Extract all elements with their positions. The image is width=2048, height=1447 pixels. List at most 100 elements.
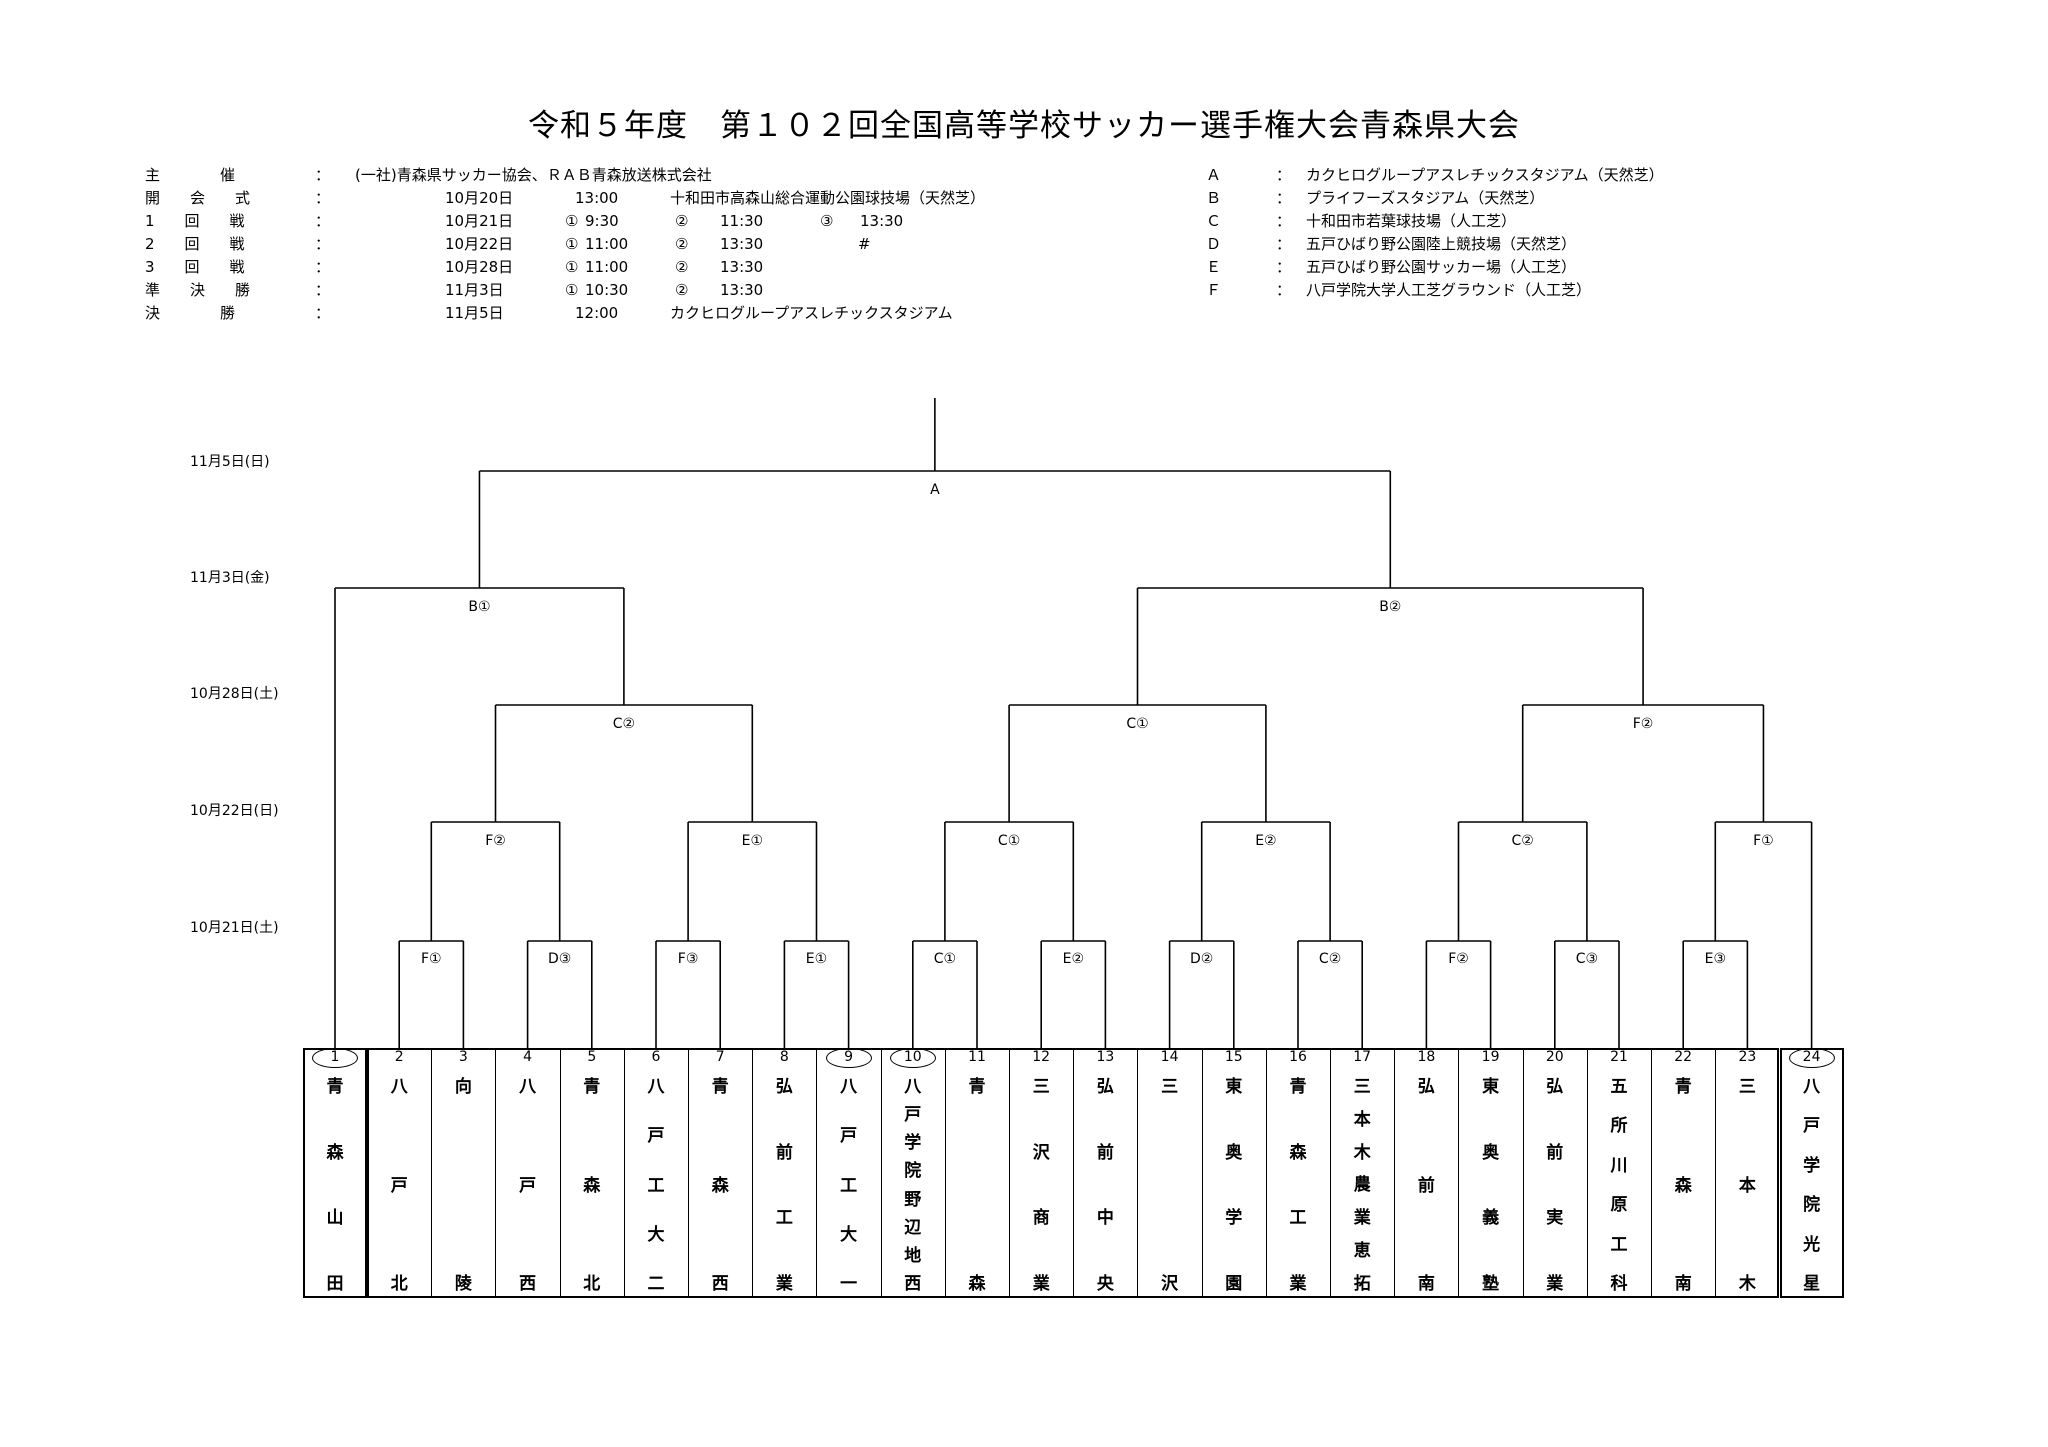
team-name-char: 北 <box>583 1274 601 1294</box>
team-name-char: 光 <box>1803 1234 1821 1255</box>
team-name-char: 辺 <box>904 1217 922 1238</box>
team-name-char: 東 <box>1482 1077 1500 1097</box>
team-column-divider <box>559 1048 561 1298</box>
team-name-char: 陵 <box>454 1274 472 1294</box>
team-name-char: 南 <box>1417 1274 1435 1294</box>
team-name-char: 八 <box>647 1077 665 1097</box>
team-name: 青森工業 <box>1266 1072 1330 1294</box>
round1-venue: F① <box>420 951 442 967</box>
team-number: 24 <box>1780 1048 1844 1066</box>
team-name-char: 青 <box>1674 1077 1692 1097</box>
team-name-char: 工 <box>1610 1234 1628 1255</box>
team-name-char: 奥 <box>1482 1142 1500 1163</box>
team-name-char: 地 <box>904 1245 922 1266</box>
round-date: 11月5日(日) <box>190 454 270 470</box>
schedule-c2: 12:00 <box>575 304 619 322</box>
team-name-char: 原 <box>1610 1195 1628 1216</box>
venue-row: Ａ：カクヒログループアスレチックスタジアム（天然芝） <box>1206 164 1806 187</box>
team-number: 14 <box>1160 1049 1179 1065</box>
venue-row: Ｆ：八戸学院大学人工芝グラウンド（人工芝） <box>1206 279 1806 302</box>
round2-venue: F② <box>485 833 506 849</box>
team-number: 11 <box>968 1049 986 1065</box>
team-number: 22 <box>1674 1049 1693 1065</box>
team-number: 9 <box>817 1048 881 1066</box>
round2-venue: F① <box>1753 833 1774 849</box>
round1-venue: E① <box>805 951 828 967</box>
team-name-char: 前 <box>1546 1142 1564 1163</box>
team-name-char: 弘 <box>1096 1077 1114 1097</box>
round3-venue: F② <box>1632 716 1654 732</box>
team-name: 東奥学園 <box>1202 1072 1266 1294</box>
team-name-char: 東 <box>1225 1077 1243 1097</box>
team-name-char: 森 <box>583 1175 601 1196</box>
team-name-char: 商 <box>1032 1208 1050 1229</box>
team-name-char: 木 <box>1353 1142 1371 1163</box>
schedule-c2: 13:00 <box>575 189 619 207</box>
team-name-char: 塾 <box>1482 1273 1500 1294</box>
venue-name: 五戸ひばり野公園陸上競技場（天然芝） <box>1306 235 1577 253</box>
team-name-char: 八 <box>1803 1077 1821 1097</box>
team-name-char: 向 <box>454 1077 472 1097</box>
team-name-char: 業 <box>1353 1208 1371 1229</box>
team-column-divider <box>1009 1048 1010 1298</box>
team-name: 青森 <box>945 1072 1009 1294</box>
schedule-colon: ： <box>315 189 331 207</box>
team-name: 弘前工業 <box>752 1072 816 1294</box>
schedule-row: 主 催：(一社)青森県サッカー協会、ＲＡＢ青森放送株式会社 <box>145 164 1045 187</box>
team-name-char: 業 <box>1546 1273 1564 1294</box>
team-name: 青森南 <box>1651 1072 1715 1294</box>
schedule-colon: ： <box>315 281 331 299</box>
team-name: 弘前中央 <box>1073 1072 1137 1294</box>
team-name-char: 木 <box>1738 1274 1756 1294</box>
team-name-char: 五 <box>1610 1077 1628 1097</box>
team-number: 19 <box>1481 1049 1500 1065</box>
team-column-divider <box>1073 1048 1075 1298</box>
team-entry: 22 青森南 <box>1651 1048 1715 1298</box>
round1-venue: D② <box>1190 951 1214 967</box>
team-name-char: 森 <box>968 1274 986 1294</box>
round2-venue: C② <box>1511 833 1534 849</box>
team-name: 弘前南 <box>1394 1072 1458 1294</box>
team-name-char: 星 <box>1803 1273 1821 1294</box>
schedule-colon: ： <box>315 304 331 322</box>
team-name-char: 院 <box>904 1161 922 1182</box>
venue-row: Ｅ：五戸ひばり野公園サッカー場（人工芝） <box>1206 256 1806 279</box>
team-name-char: 森 <box>1289 1142 1307 1163</box>
team-name-char: 農 <box>1353 1175 1371 1196</box>
schedule-c2: ① <box>565 281 579 299</box>
team-entry: 3 向陵 <box>431 1048 495 1298</box>
team-name: 三沢 <box>1138 1072 1202 1294</box>
team-number: 15 <box>1224 1049 1243 1065</box>
team-name-char: 業 <box>1289 1273 1307 1294</box>
team-name-char: 中 <box>1096 1208 1114 1229</box>
schedule-label: 2 回 戦 <box>145 235 245 253</box>
schedule-c1: 10月21日 <box>445 212 514 230</box>
team-name-char: 三 <box>1161 1077 1179 1097</box>
team-name-char: 青 <box>583 1077 601 1097</box>
team-name-char: 野 <box>904 1189 922 1210</box>
schedule-c2: ① <box>565 212 579 230</box>
round1-venue: E② <box>1062 951 1084 967</box>
team-name-char: 弘 <box>1546 1077 1564 1097</box>
round-date: 10月28日(土) <box>190 686 279 702</box>
team-name-char: 前 <box>775 1142 793 1163</box>
schedule-colon: ： <box>315 235 331 253</box>
team-number: 13 <box>1096 1049 1115 1065</box>
team-number: 3 <box>458 1049 468 1065</box>
team-name-char: 恵 <box>1353 1241 1371 1262</box>
team-box-seed-left <box>303 1048 367 1298</box>
team-name-char: 弘 <box>775 1077 793 1097</box>
team-column-divider <box>623 1048 625 1298</box>
final-venue: A <box>930 482 940 498</box>
team-name-char: 山 <box>326 1208 344 1229</box>
round1-venue: F③ <box>677 951 699 967</box>
schedule-c1: (一社)青森県サッカー協会、ＲＡＢ青森放送株式会社 <box>355 166 712 184</box>
